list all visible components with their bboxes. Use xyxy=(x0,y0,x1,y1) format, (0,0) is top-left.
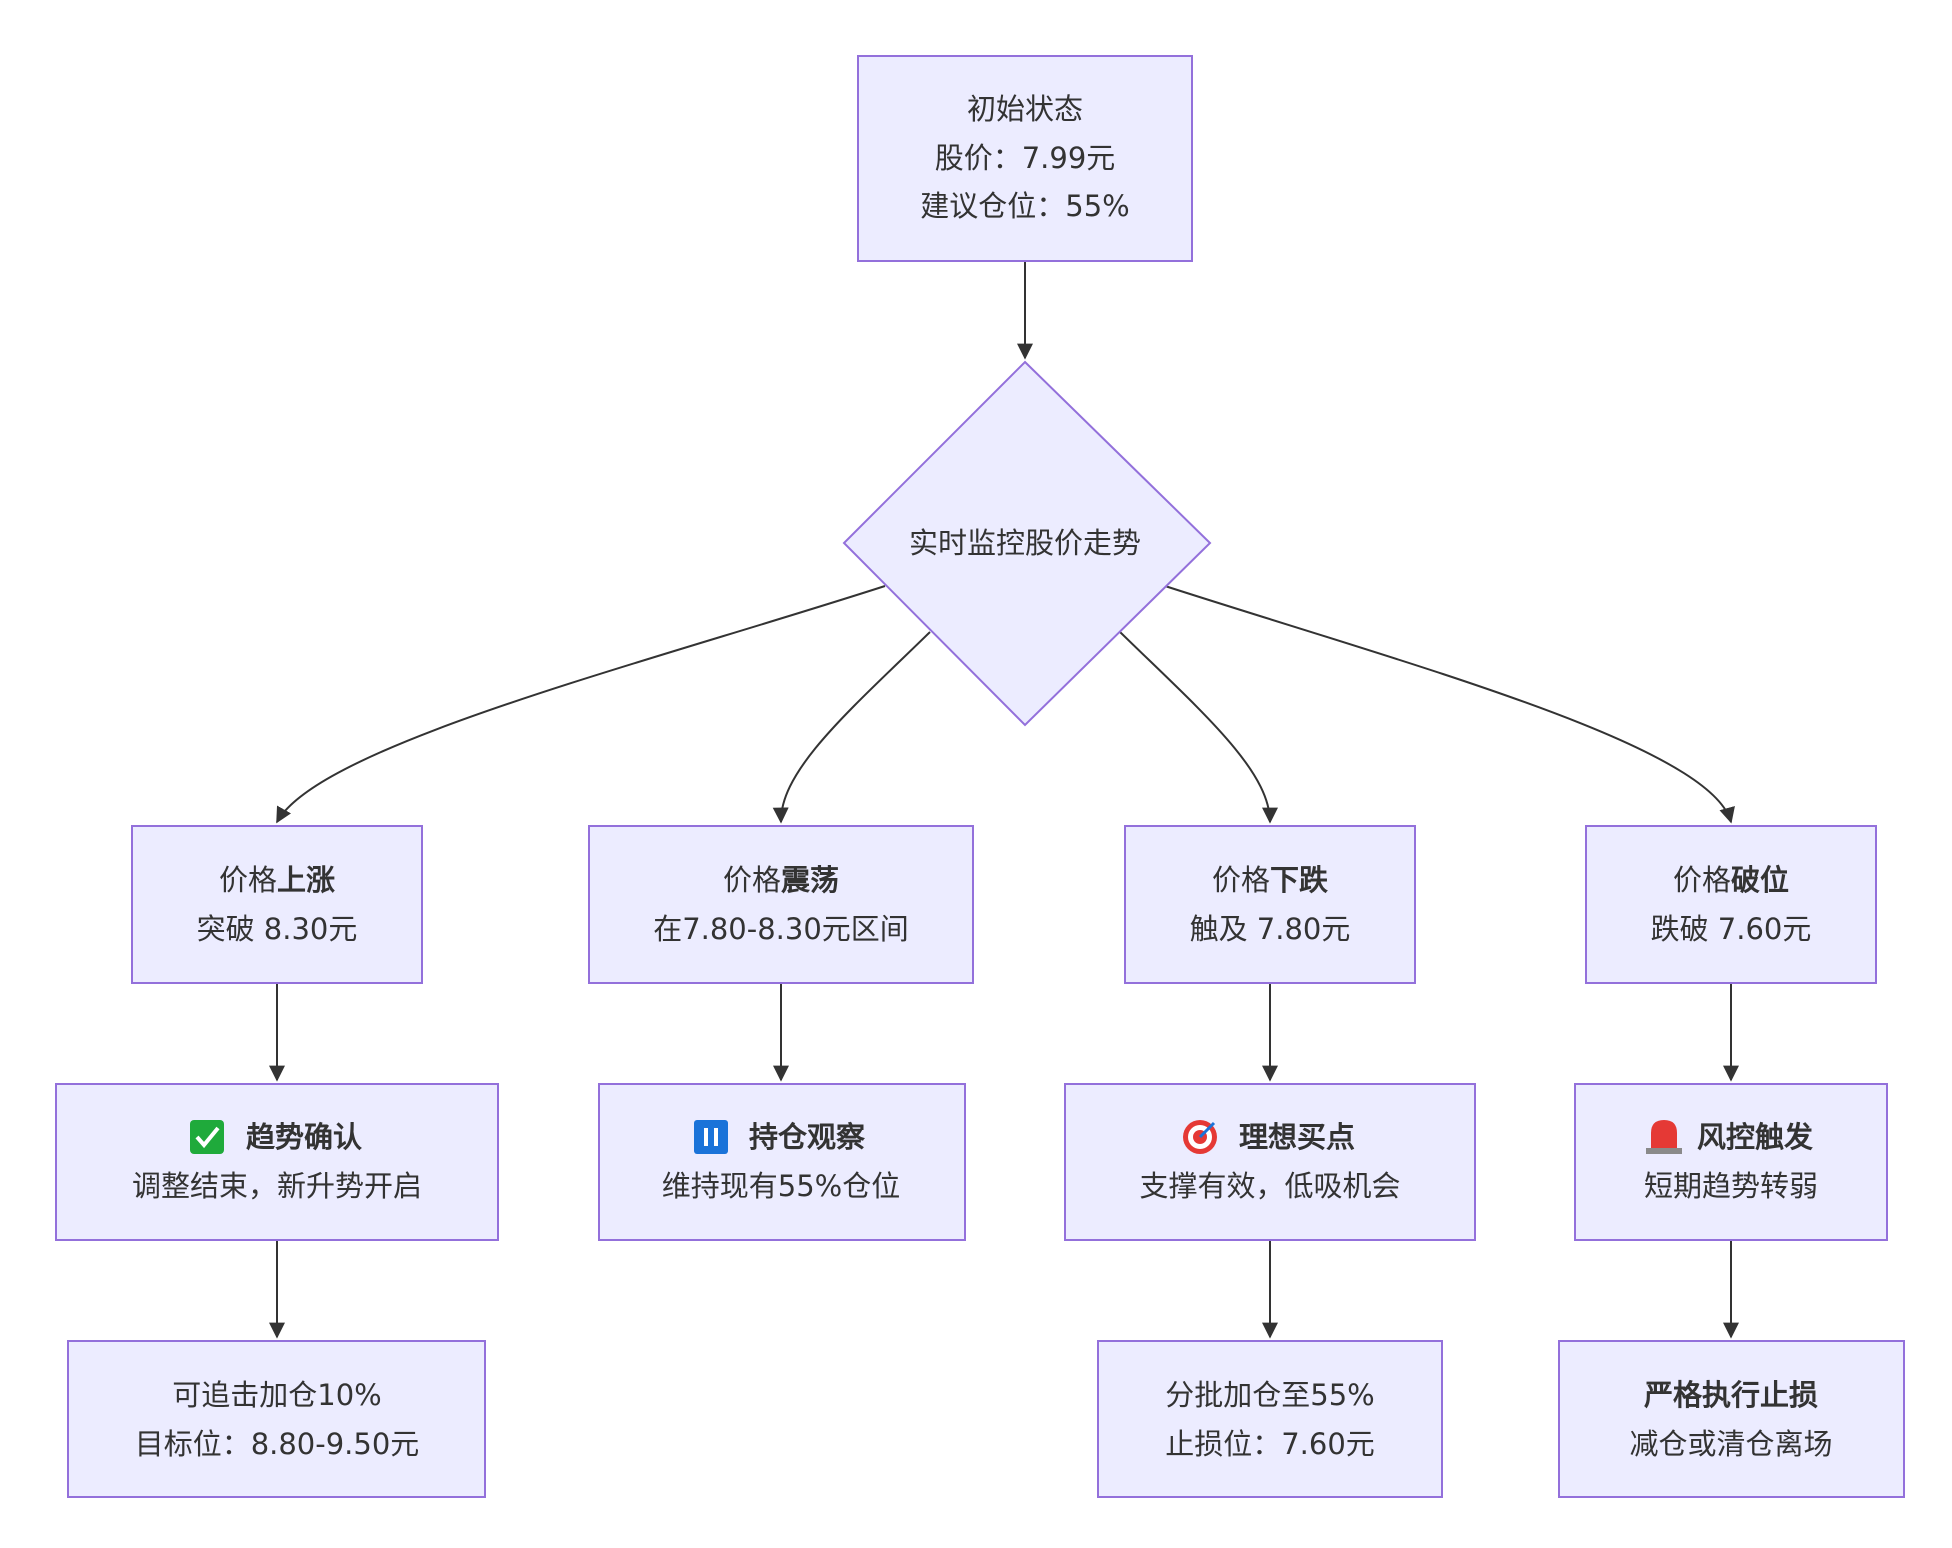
hold-watch-line2: 维持现有55%仓位 xyxy=(662,1169,900,1203)
range-line2: 在7.80-8.30元区间 xyxy=(653,912,909,946)
down-line2: 触及 7.80元 xyxy=(1190,912,1351,946)
range-heading: 价格震荡 xyxy=(723,863,839,897)
siren-icon xyxy=(1646,1120,1682,1154)
down-prefix: 价格 xyxy=(1212,863,1270,897)
target-icon xyxy=(1183,1120,1217,1154)
node-price-break: 价格破位 跌破 7.60元 xyxy=(1585,825,1877,984)
add-position-line2: 目标位：8.80-9.50元 xyxy=(135,1427,420,1461)
monitor-label: 实时监控股价走势 xyxy=(909,526,1141,560)
hold-watch-title: 持仓观察 xyxy=(749,1120,866,1154)
batch-add-line2: 止损位：7.60元 xyxy=(1165,1427,1375,1461)
node-monitor-decision: 实时监控股价走势 xyxy=(842,360,1212,727)
break-heading: 价格破位 xyxy=(1673,863,1789,897)
stop-loss-title: 严格执行止损 xyxy=(1644,1378,1818,1412)
up-heading: 价格上涨 xyxy=(219,863,335,897)
down-heading: 价格下跌 xyxy=(1212,863,1328,897)
node-price-up: 价格上涨 突破 8.30元 xyxy=(131,825,423,984)
up-bold: 上涨 xyxy=(277,863,335,897)
node-ideal-buy: 理想买点 支撑有效，低吸机会 xyxy=(1064,1083,1476,1241)
node-hold-watch: 持仓观察 维持现有55%仓位 xyxy=(598,1083,966,1241)
edge-monitor-to-break xyxy=(1164,585,1735,824)
trend-confirm-line2: 调整结束，新升势开启 xyxy=(132,1169,422,1203)
ideal-buy-title: 理想买点 xyxy=(1239,1120,1355,1154)
down-bold: 下跌 xyxy=(1270,863,1328,897)
start-line2: 股价：7.99元 xyxy=(935,141,1116,175)
batch-add-line1: 分批加仓至55% xyxy=(1165,1378,1374,1412)
up-prefix: 价格 xyxy=(219,863,277,897)
break-line2: 跌破 7.60元 xyxy=(1651,912,1812,946)
node-trend-confirm: 趋势确认 调整结束，新升势开启 xyxy=(55,1083,499,1241)
pause-icon xyxy=(694,1120,728,1154)
stop-loss-line2: 减仓或清仓离场 xyxy=(1629,1427,1832,1461)
check-mark-icon xyxy=(190,1120,224,1154)
node-start: 初始状态 股价：7.99元 建议仓位：55% xyxy=(857,55,1193,262)
up-line2: 突破 8.30元 xyxy=(197,912,358,946)
trend-confirm-title: 趋势确认 xyxy=(246,1120,362,1154)
node-stop-loss: 严格执行止损 减仓或清仓离场 xyxy=(1558,1340,1905,1498)
node-add-position: 可追击加仓10% 目标位：8.80-9.50元 xyxy=(67,1340,486,1498)
add-position-line1: 可追击加仓10% xyxy=(172,1378,381,1412)
ideal-buy-line2: 支撑有效，低吸机会 xyxy=(1139,1169,1400,1203)
edges xyxy=(269,262,1739,1339)
edge-monitor-to-range xyxy=(772,631,931,824)
break-prefix: 价格 xyxy=(1673,863,1731,897)
node-price-down: 价格下跌 触及 7.80元 xyxy=(1124,825,1416,984)
node-batch-add: 分批加仓至55% 止损位：7.60元 xyxy=(1097,1340,1443,1498)
edge-monitor-to-down xyxy=(1119,631,1278,824)
risk-trigger-title: 风控触发 xyxy=(1697,1120,1813,1154)
edge-monitor-to-up xyxy=(276,585,886,824)
start-line1: 初始状态 xyxy=(967,92,1083,126)
node-price-range: 价格震荡 在7.80-8.30元区间 xyxy=(588,825,974,984)
range-bold: 震荡 xyxy=(781,863,839,897)
range-prefix: 价格 xyxy=(723,863,781,897)
start-line3: 建议仓位：55% xyxy=(920,189,1129,223)
node-risk-trigger: 风控触发 短期趋势转弱 xyxy=(1574,1083,1888,1241)
risk-trigger-line2: 短期趋势转弱 xyxy=(1644,1169,1818,1203)
break-bold: 破位 xyxy=(1731,863,1789,897)
